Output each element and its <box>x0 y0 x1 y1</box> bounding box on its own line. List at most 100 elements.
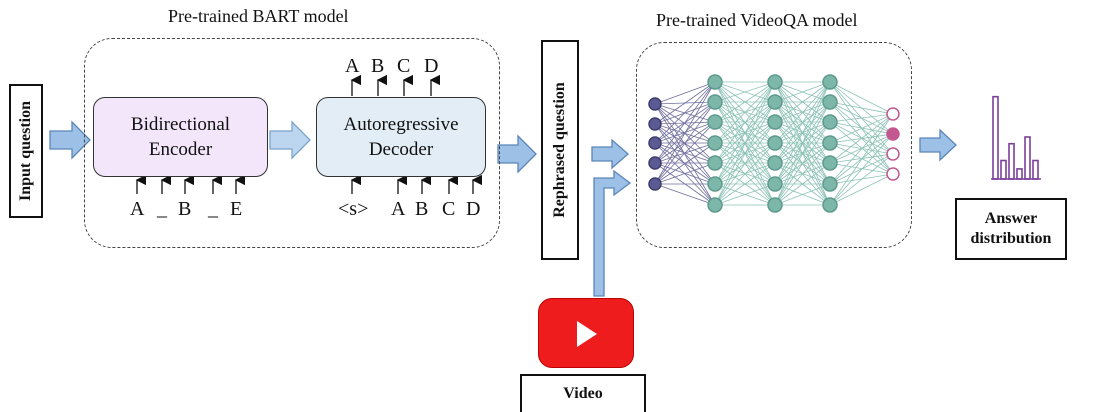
nn-edge <box>714 81 776 185</box>
nn-node <box>648 117 662 131</box>
nn-edge <box>774 81 831 185</box>
nn-node <box>822 155 838 171</box>
block-arrow-input-to-encoder <box>49 120 91 160</box>
nn-node <box>886 167 900 181</box>
nn-edge <box>774 101 831 206</box>
nn-edge <box>654 123 716 206</box>
nn-node <box>822 94 838 110</box>
nn-node <box>707 176 723 192</box>
nn-edge <box>654 183 716 206</box>
autoregressive-decoder-block: Autoregressive Decoder <box>316 97 486 177</box>
nn-node <box>707 197 723 213</box>
nn-edge <box>714 81 776 164</box>
nn-edge <box>829 162 894 175</box>
nn-edge <box>654 121 716 185</box>
input-question-box: Input question <box>9 84 43 218</box>
bart-title: Pre-trained BART model <box>168 6 349 26</box>
decoder-output-token: B <box>371 55 385 77</box>
nn-node <box>767 176 783 192</box>
decoder-input-token: D <box>466 198 481 220</box>
videoqa-title: Pre-trained VideoQA model <box>656 10 858 30</box>
nn-edge <box>829 173 894 206</box>
nn-edge <box>714 81 776 144</box>
decoder-output-token: A <box>345 55 360 77</box>
nn-edge <box>714 183 776 206</box>
neural-network-graphic <box>648 74 900 213</box>
encoder-input-arrows <box>135 174 246 194</box>
decoder-input-token: <s> <box>338 198 369 220</box>
nn-node <box>767 94 783 110</box>
decoder-output-token: C <box>397 55 411 77</box>
encoder-input-token: B <box>178 198 192 220</box>
nn-edge <box>654 81 716 105</box>
nn-node <box>822 74 838 90</box>
nn-edge <box>714 81 776 206</box>
nn-edge <box>774 81 831 164</box>
nn-edge <box>714 162 776 206</box>
bidirectional-encoder-block: Bidirectional Encoder <box>93 97 268 177</box>
nn-node <box>767 74 783 90</box>
nn-node <box>886 107 900 121</box>
nn-edge <box>654 81 716 164</box>
nn-node <box>822 135 838 151</box>
nn-node <box>822 176 838 192</box>
decoder-output-token: D <box>424 55 439 77</box>
nn-edge <box>654 81 716 125</box>
answer-bar <box>1032 159 1039 180</box>
answer-bar <box>1024 136 1031 180</box>
answer-distribution-box: Answer distribution <box>955 198 1067 260</box>
nn-edge <box>714 142 776 206</box>
block-arrow-encoder-to-decoder <box>269 120 311 160</box>
nn-node <box>648 177 662 191</box>
nn-node <box>767 135 783 151</box>
nn-edge <box>829 81 894 115</box>
decoder-input-token: A <box>391 198 406 220</box>
nn-edge <box>654 103 716 144</box>
nn-edge <box>829 101 894 115</box>
video-play-icon <box>538 298 634 368</box>
nn-node <box>648 97 662 111</box>
encoder-input-token: _ <box>157 198 167 220</box>
encoder-label: Bidirectional Encoder <box>130 114 231 160</box>
nn-node <box>886 127 900 141</box>
nn-edge <box>774 121 831 206</box>
nn-node <box>767 197 783 213</box>
nn-node <box>886 147 900 161</box>
nn-edge <box>714 81 776 123</box>
decoder-output-arrows <box>350 74 441 96</box>
video-label: Video <box>563 385 603 402</box>
answer-bar <box>1000 159 1007 180</box>
nn-edge <box>774 183 831 206</box>
videoqa-model-group <box>636 42 912 248</box>
rephrased-question-label: Rephrased question <box>551 82 569 218</box>
encoder-input-token: A <box>130 198 145 220</box>
nn-edge <box>829 113 894 144</box>
nn-edge <box>654 123 716 185</box>
nn-edge <box>829 153 894 206</box>
input-question-label: Input question <box>17 100 35 202</box>
nn-node <box>767 114 783 130</box>
nn-node <box>822 197 838 213</box>
nn-edge <box>829 113 894 206</box>
nn-edge <box>774 81 831 144</box>
nn-edge <box>829 113 894 164</box>
decoder-input-token: C <box>442 198 456 220</box>
rephrased-question-box: Rephrased question <box>541 40 579 260</box>
answer-bar <box>1016 168 1023 180</box>
block-arrow-videoqa-to-answer <box>919 128 957 162</box>
decoder-input-token: B <box>415 198 429 220</box>
nn-edge <box>774 142 831 206</box>
nn-edge <box>774 81 831 123</box>
bart-model-group <box>84 38 500 248</box>
nn-edge <box>654 162 716 185</box>
block-arrow-video-to-videoqa <box>593 169 632 297</box>
answer-distribution-bars <box>991 95 1041 180</box>
nn-node <box>822 114 838 130</box>
encoder-input-token: _ <box>208 198 218 220</box>
decoder-label: Autoregressive Decoder <box>343 114 459 160</box>
nn-edge <box>714 81 776 103</box>
answer-bar <box>1008 142 1015 180</box>
block-arrow-decoder-to-rephrased <box>497 134 537 174</box>
encoder-input-token: E <box>230 198 243 220</box>
